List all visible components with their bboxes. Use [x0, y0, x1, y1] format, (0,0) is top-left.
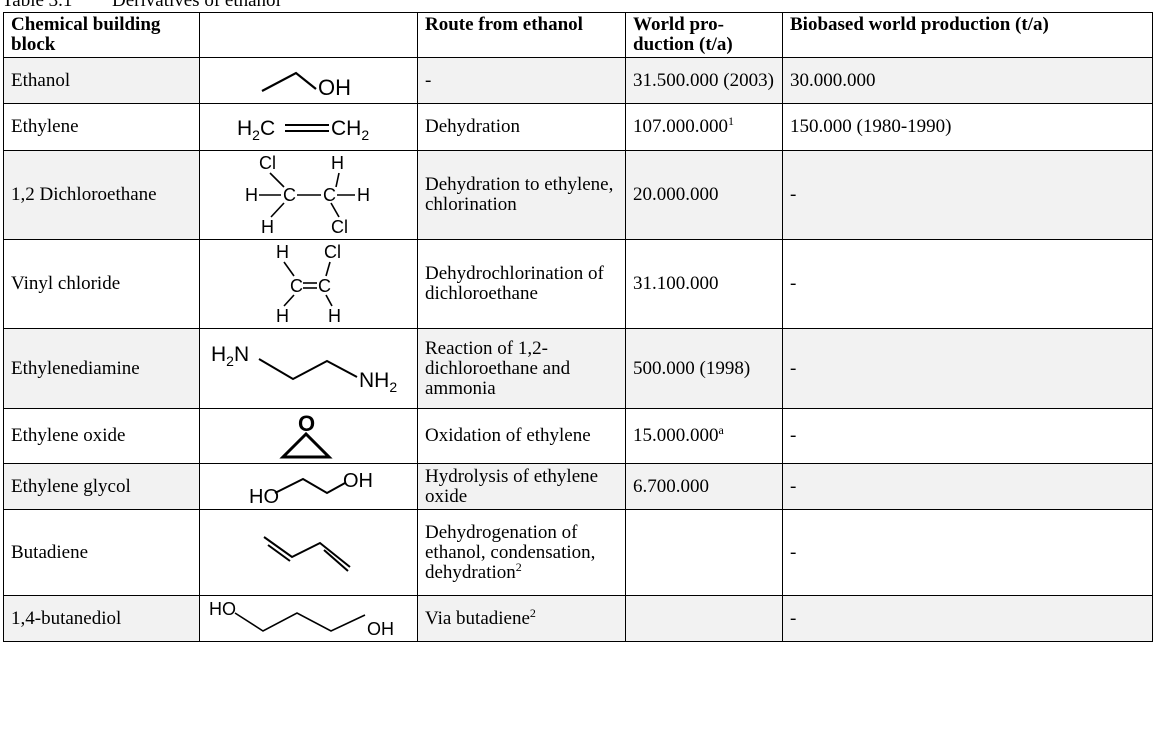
- cell-world-production: 500.000 (1998): [625, 328, 783, 409]
- header-route: Route from ethanol: [417, 12, 626, 58]
- cell-route: Dehydrochlorination of dichloroethane: [417, 239, 626, 329]
- svg-text:C: C: [318, 276, 331, 296]
- cell-name: 1,2 Dichloroethane: [3, 150, 200, 240]
- cell-route: Oxidation of ethylene: [417, 408, 626, 464]
- butanediol-structure: HO OH: [199, 595, 418, 642]
- table-row: Butadiene Dehydrogenation of ethanol, co…: [3, 509, 1153, 596]
- cell-name: Vinyl chloride: [3, 239, 200, 329]
- cell-biobased-production: -: [782, 150, 1153, 240]
- cell-name: 1,4-butanediol: [3, 595, 200, 642]
- cell-world-production: 107.000.0001: [625, 103, 783, 151]
- svg-text:H2C: H2C: [237, 117, 275, 143]
- cell-name: Ethanol: [3, 57, 200, 104]
- cell-biobased-production: -: [782, 595, 1153, 642]
- svg-text:HO: HO: [209, 599, 236, 619]
- svg-text:Cl: Cl: [331, 217, 348, 237]
- table-row: 1,4-butanediol HO OH Via butadiene2 -: [3, 595, 1153, 642]
- cell-name: Ethylene oxide: [3, 408, 200, 464]
- header-biobased-production: Biobased world production (t/a): [782, 12, 1153, 58]
- header-structure: [199, 12, 418, 58]
- cell-world-production: [625, 595, 783, 642]
- header-world-production: World pro-duction (t/a): [625, 12, 783, 58]
- cell-route: Via butadiene2: [417, 595, 626, 642]
- table-row: Ethanol OH - 31.500.000 (2003) 30.000.00…: [3, 57, 1153, 104]
- cell-biobased-production: 30.000.000: [782, 57, 1153, 104]
- table-row: Ethylene oxide O Oxidation of ethylene 1…: [3, 408, 1153, 464]
- cell-world-production: 31.100.000: [625, 239, 783, 329]
- cell-biobased-production: -: [782, 239, 1153, 329]
- table-row: 1,2 Dichloroethane Cl H H C C H H Cl: [3, 150, 1153, 240]
- svg-text:H: H: [357, 185, 370, 205]
- table-row: Ethylene glycol HO OH Hydrolysis of ethy…: [3, 463, 1153, 510]
- cell-world-production: 31.500.000 (2003): [625, 57, 783, 104]
- svg-text:NH2: NH2: [359, 369, 397, 395]
- ethylene-glycol-structure: HO OH: [199, 463, 418, 510]
- cell-biobased-production: -: [782, 408, 1153, 464]
- svg-text:H: H: [328, 306, 341, 326]
- cell-route: Hydrolysis of ethylene oxide: [417, 463, 626, 510]
- cell-world-production: [625, 509, 783, 596]
- svg-text:C: C: [323, 185, 336, 205]
- svg-text:H: H: [276, 242, 289, 262]
- cell-name: Ethylene glycol: [3, 463, 200, 510]
- dichloroethane-structure: Cl H H C C H H Cl: [199, 150, 418, 240]
- cell-route: -: [417, 57, 626, 104]
- cell-name: Butadiene: [3, 509, 200, 596]
- butadiene-structure: [199, 509, 418, 596]
- table-title: Derivatives of ethanol: [112, 0, 281, 11]
- svg-text:HO: HO: [249, 486, 279, 507]
- vinyl-chloride-structure: H Cl C C H H: [199, 239, 418, 329]
- derivatives-table: Chemical building block Route from ethan…: [3, 12, 1153, 642]
- table-header-row: Chemical building block Route from ethan…: [3, 12, 1153, 58]
- cell-biobased-production: -: [782, 463, 1153, 510]
- table-row: Vinyl chloride H Cl C C H H Dehydroc: [3, 239, 1153, 329]
- ethanol-structure: OH: [199, 57, 418, 104]
- cell-world-production: 20.000.000: [625, 150, 783, 240]
- cell-route: Reaction of 1,2-dichloroethane and ammon…: [417, 328, 626, 409]
- cell-name: Ethylene: [3, 103, 200, 151]
- svg-text:H: H: [245, 185, 258, 205]
- cell-world-production: 6.700.000: [625, 463, 783, 510]
- cell-world-production: 15.000.000a: [625, 408, 783, 464]
- svg-text:H: H: [276, 306, 289, 326]
- cell-name: Ethylenediamine: [3, 328, 200, 409]
- svg-text:Cl: Cl: [259, 153, 276, 173]
- cell-route: Dehydration to ethylene, chlorination: [417, 150, 626, 240]
- ethylene-structure: H2C CH2: [199, 103, 418, 151]
- cell-biobased-production: -: [782, 328, 1153, 409]
- cell-route: Dehydration: [417, 103, 626, 151]
- svg-text:H: H: [261, 217, 274, 237]
- table-caption: Table 3.1 Derivatives of ethanol: [2, 0, 281, 11]
- svg-text:C: C: [290, 276, 303, 296]
- table-row: Ethylenediamine H2N NH2 Reaction of 1,2-…: [3, 328, 1153, 409]
- svg-text:C: C: [283, 185, 296, 205]
- ethylenediamine-structure: H2N NH2: [199, 328, 418, 409]
- svg-text:OH: OH: [343, 470, 373, 492]
- cell-biobased-production: -: [782, 509, 1153, 596]
- ethylene-oxide-structure: O: [199, 408, 418, 464]
- label-oh: OH: [318, 75, 351, 100]
- header-chemical-building-block: Chemical building block: [3, 12, 200, 58]
- svg-text:Cl: Cl: [324, 242, 341, 262]
- svg-text:H: H: [331, 153, 344, 173]
- svg-text:O: O: [298, 411, 315, 436]
- table-number: Table 3.1: [2, 0, 73, 11]
- cell-route: Dehydrogenation of ethanol, condensation…: [417, 509, 626, 596]
- table-row: Ethylene H2C CH2 Dehydration 107.000.000…: [3, 103, 1153, 151]
- cell-biobased-production: 150.000 (1980-1990): [782, 103, 1153, 151]
- svg-text:OH: OH: [367, 619, 394, 639]
- svg-text:CH2: CH2: [331, 117, 369, 143]
- svg-text:H2N: H2N: [211, 343, 249, 369]
